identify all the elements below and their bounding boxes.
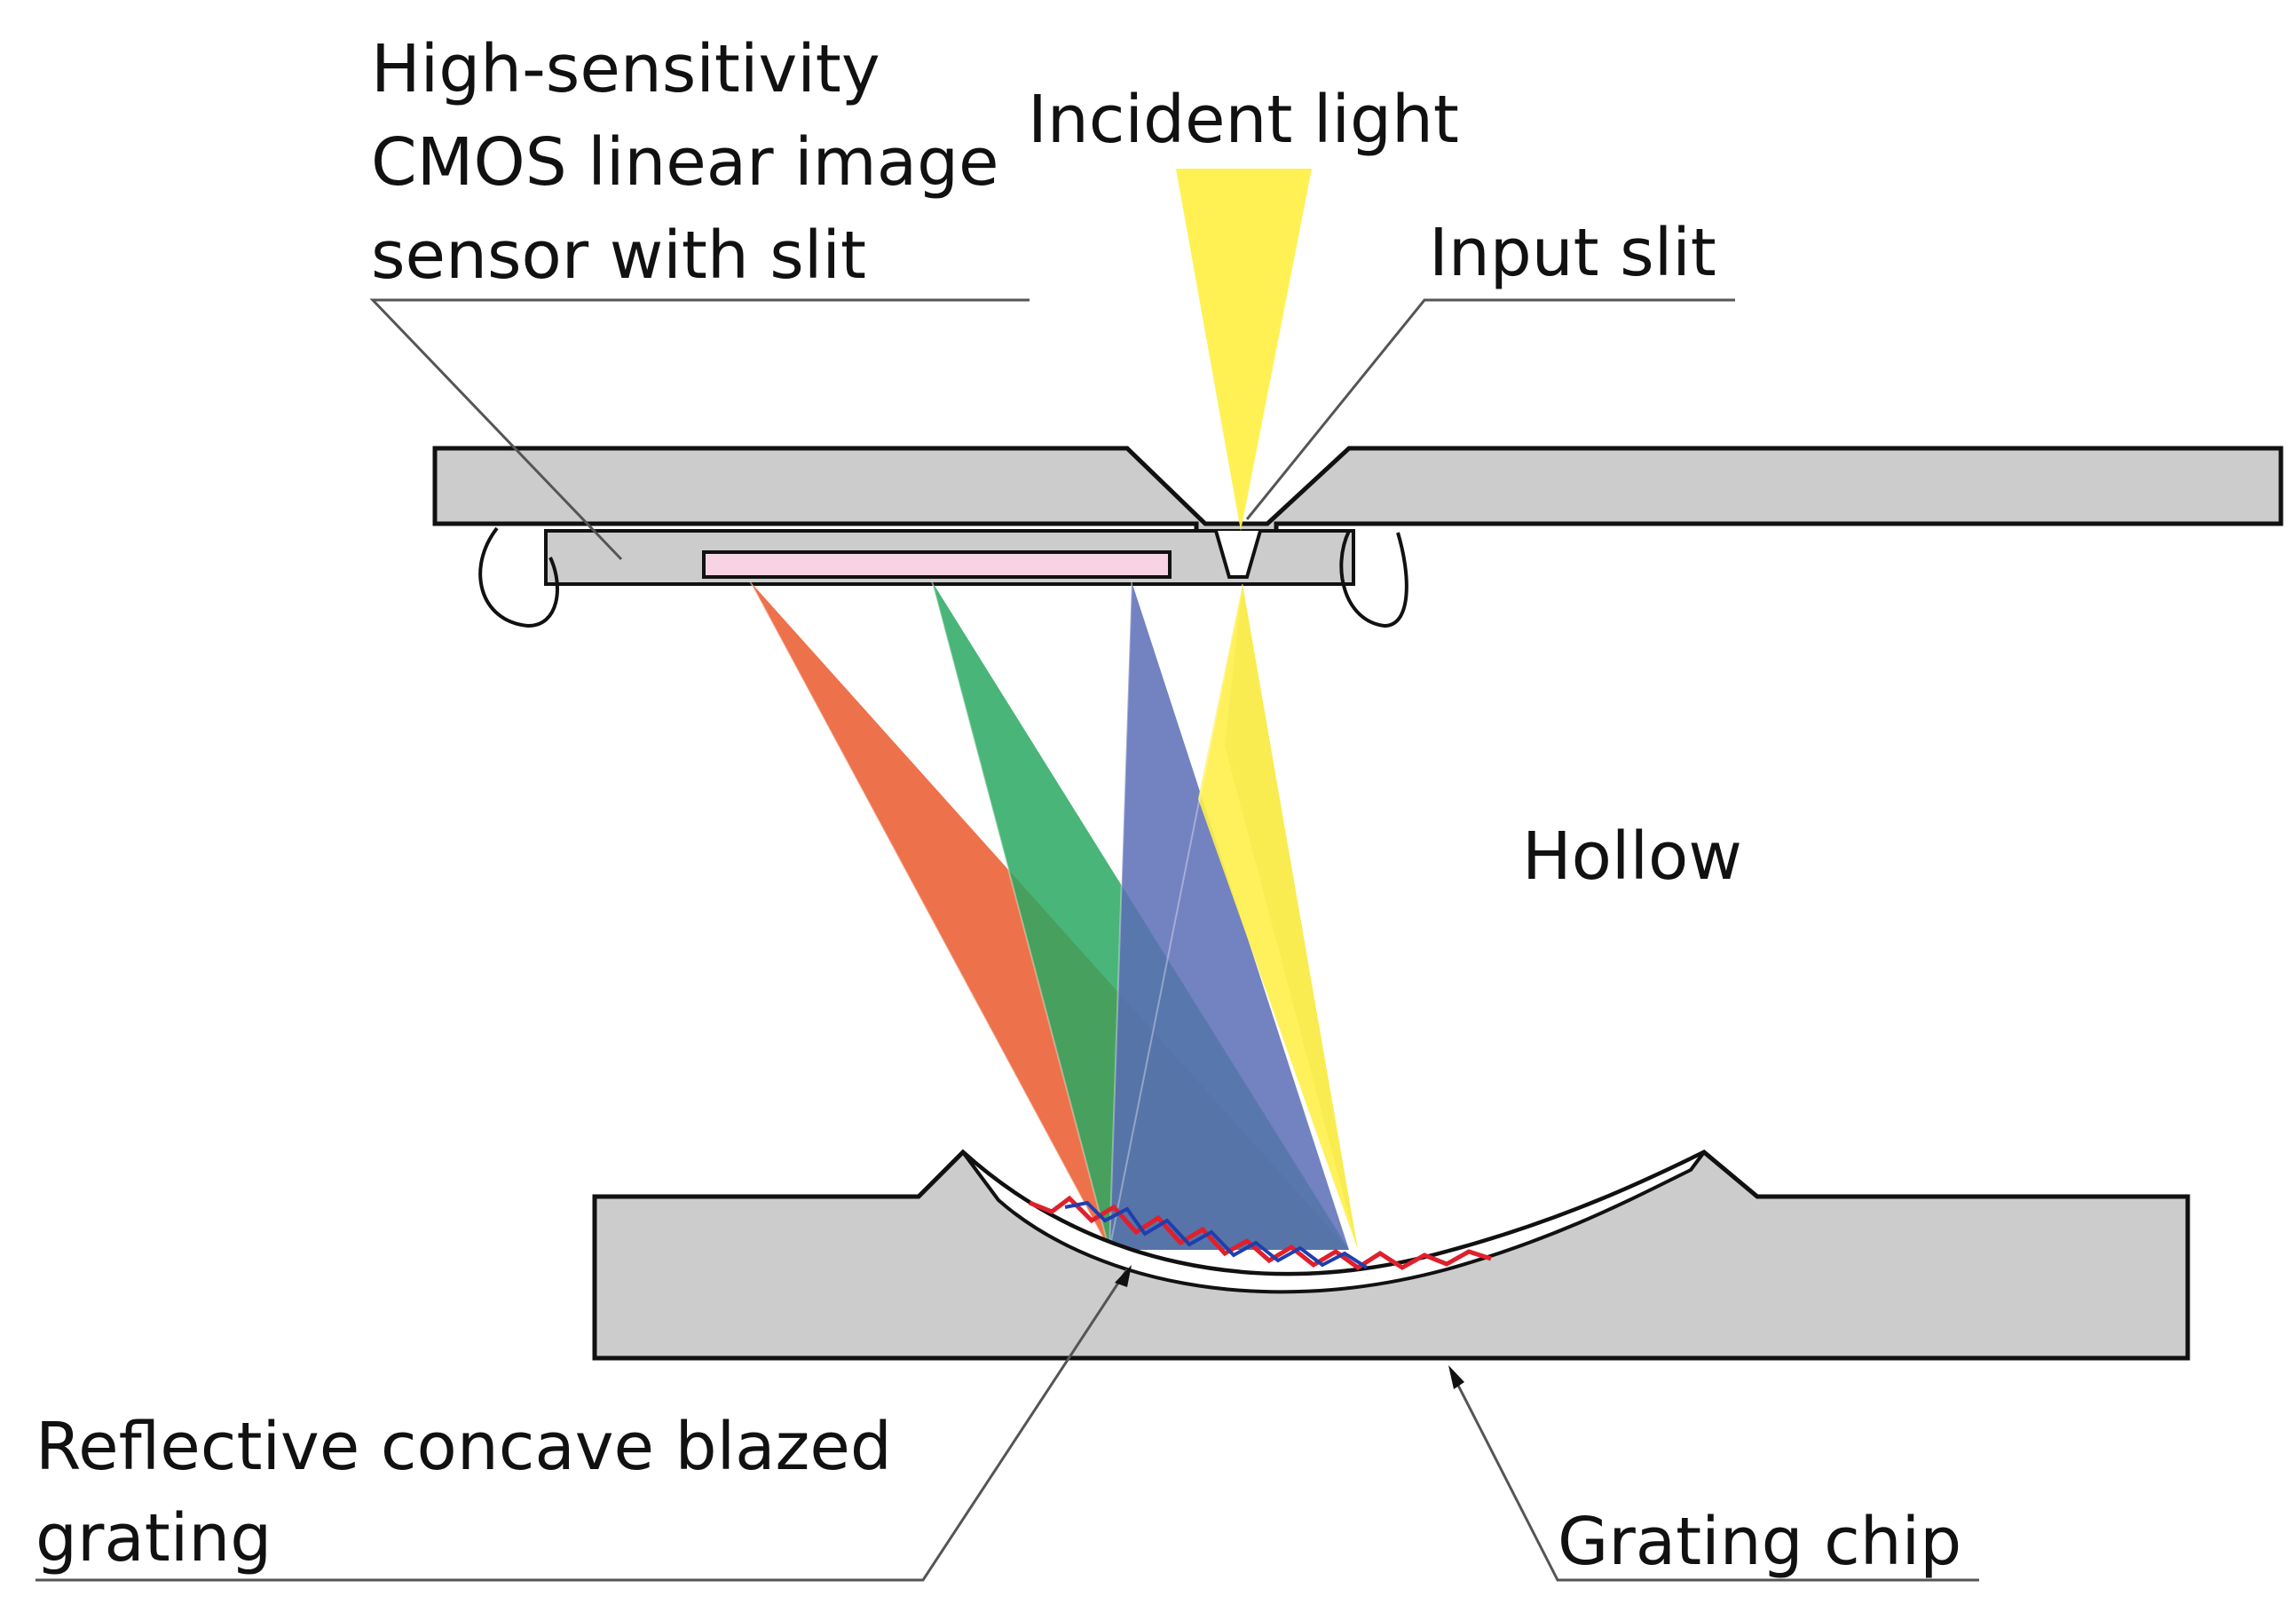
bond-wire-left [478, 526, 559, 628]
sensor-label-line1: High-sensitivity [371, 31, 880, 107]
grating-zigzag-blue [1064, 1200, 1369, 1269]
grating-chip-leader-arrowhead [1448, 1365, 1464, 1389]
hollow-label: Hollow [1522, 818, 1742, 895]
grating-label-line1: Reflective concave blazed [36, 1409, 892, 1485]
grating-chip-label: Grating chip [1558, 1504, 1961, 1580]
grating-surface [961, 1150, 1706, 1294]
yellow-beam-core [1225, 584, 1358, 1250]
top-housing-plate [432, 446, 2284, 535]
input-slit-label: Input slit [1429, 215, 1716, 291]
grating-label-line2: grating [36, 1500, 272, 1576]
leader-lines [36, 298, 1979, 1582]
bond-wire-right [1339, 530, 1408, 628]
sensor-leader [369, 298, 1030, 561]
beam-hairlines [749, 581, 1243, 1251]
input-slit-leader [1245, 298, 1735, 520]
grating-leader-arrowhead [1115, 1265, 1132, 1287]
grating-leader [36, 1268, 1129, 1582]
incident-light-label: Incident light [1028, 82, 1459, 158]
incident-light-cone [1176, 169, 1312, 531]
grating-chip-leader [1449, 1371, 1979, 1582]
sensor-strip [702, 550, 1172, 579]
grating-chip [592, 1149, 2190, 1361]
sensor-label-line3: sensor with slit [371, 217, 866, 294]
grating-zigzag-red [1029, 1195, 1492, 1271]
sensor-slit [1214, 530, 1262, 579]
sensor-label-line2: CMOS linear image [371, 124, 999, 201]
blue-beam [1109, 581, 1349, 1250]
